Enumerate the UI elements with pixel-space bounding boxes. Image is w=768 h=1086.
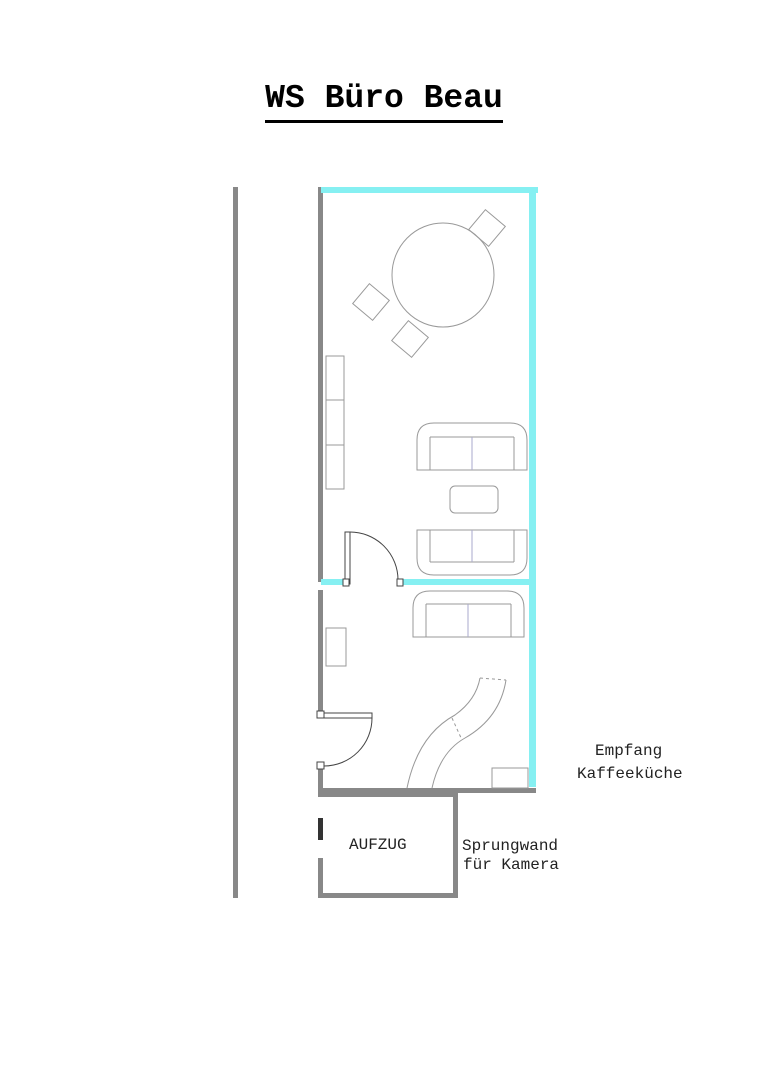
meeting-table bbox=[391, 222, 495, 328]
label-wall-line2: für Kamera bbox=[463, 856, 559, 874]
label-kitchen: Kaffeeküche bbox=[577, 765, 683, 783]
outer-wall bbox=[233, 187, 238, 898]
chair-2 bbox=[351, 282, 391, 322]
plan-title-text: WS Büro Beau bbox=[265, 80, 503, 123]
chair-3 bbox=[390, 319, 430, 359]
shelf-lower bbox=[325, 627, 347, 667]
chair-1 bbox=[467, 208, 507, 248]
elevator-right-wall bbox=[453, 792, 458, 898]
coffee-table bbox=[449, 485, 499, 514]
room-left-wall-upper bbox=[318, 187, 323, 582]
kitchen-counter bbox=[491, 767, 529, 789]
label-wall-line1: Sprungwand bbox=[462, 837, 558, 855]
sofa-2 bbox=[416, 529, 528, 576]
room-left-wall-lower bbox=[318, 590, 323, 715]
room-left-wall-bottom bbox=[318, 765, 323, 795]
shelf-upper bbox=[325, 355, 345, 490]
door-2 bbox=[316, 710, 373, 770]
reception-desk bbox=[406, 677, 507, 789]
glass-partition-right bbox=[400, 579, 531, 585]
elevator-bottom-wall bbox=[318, 893, 458, 898]
glass-wall-right bbox=[529, 187, 536, 787]
sofa-1 bbox=[416, 422, 528, 471]
elevator-door-segment-1 bbox=[318, 818, 323, 840]
label-reception: Empfang bbox=[595, 742, 662, 760]
plan-title: WS Büro Beau bbox=[0, 80, 768, 123]
label-elevator: AUFZUG bbox=[349, 836, 407, 854]
door-1 bbox=[342, 531, 404, 587]
elevator-top-wall bbox=[318, 792, 458, 797]
room-bottom-wall bbox=[318, 788, 536, 793]
glass-wall-top bbox=[321, 187, 538, 193]
sofa-3 bbox=[412, 590, 525, 638]
elevator-door-segment-2 bbox=[318, 858, 323, 898]
glass-partition-left bbox=[321, 579, 346, 585]
